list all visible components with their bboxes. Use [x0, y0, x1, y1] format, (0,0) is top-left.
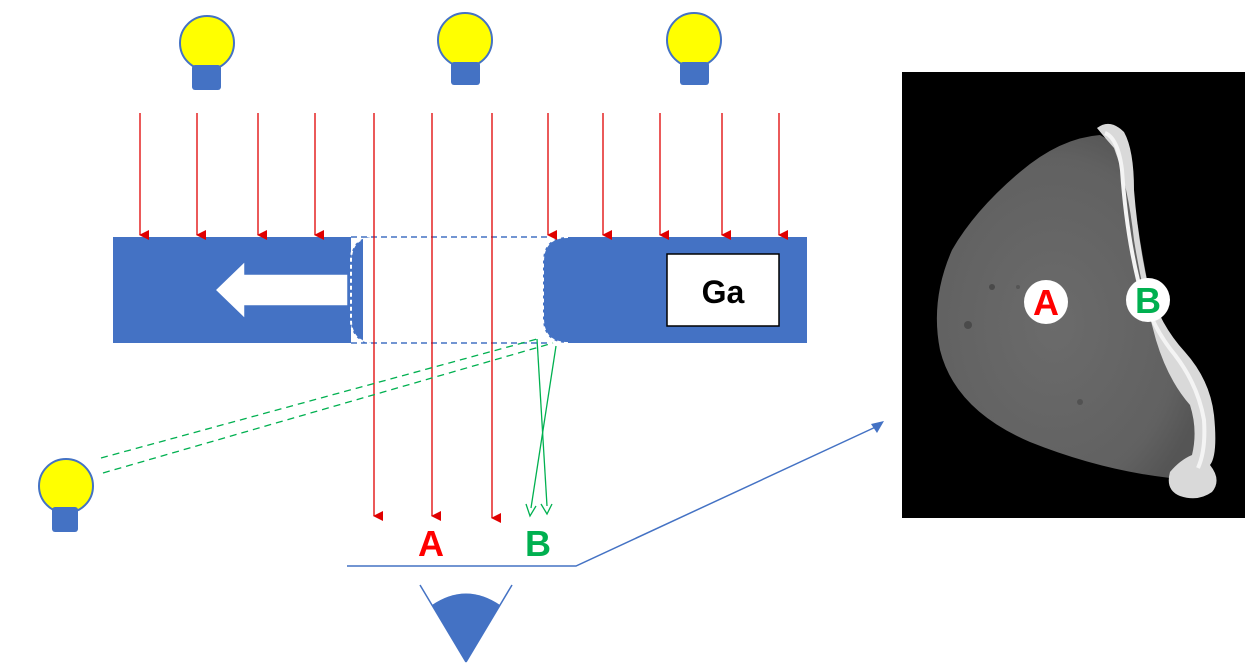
- channel-empty-region: [351, 237, 551, 343]
- label-a: A: [418, 523, 444, 564]
- marker-a-circle: [1024, 280, 1068, 324]
- detector-connector-line: [347, 424, 881, 567]
- connector-arrowhead: [871, 421, 884, 433]
- light-bulb-icon: [437, 12, 493, 85]
- image-label-b: B: [1135, 280, 1161, 321]
- light-bulb-icon: [666, 12, 722, 85]
- ga-box: [666, 253, 780, 327]
- green-dashed-rays: [100, 338, 554, 474]
- marker-b-circle: [1126, 278, 1170, 322]
- green-arrows: [525, 338, 557, 518]
- transmitted-red-arrows: [373, 113, 501, 523]
- ga-label: Ga: [702, 274, 745, 310]
- image-label-a: A: [1033, 282, 1059, 323]
- left-arrow-icon: [213, 259, 349, 321]
- eye-icon: [419, 584, 513, 663]
- radiograph-image: A B: [902, 72, 1245, 518]
- light-bulb-icon: [38, 458, 94, 532]
- light-bulb-icon: [179, 15, 235, 90]
- incident-red-arrows: [139, 113, 788, 240]
- label-b: B: [525, 523, 551, 564]
